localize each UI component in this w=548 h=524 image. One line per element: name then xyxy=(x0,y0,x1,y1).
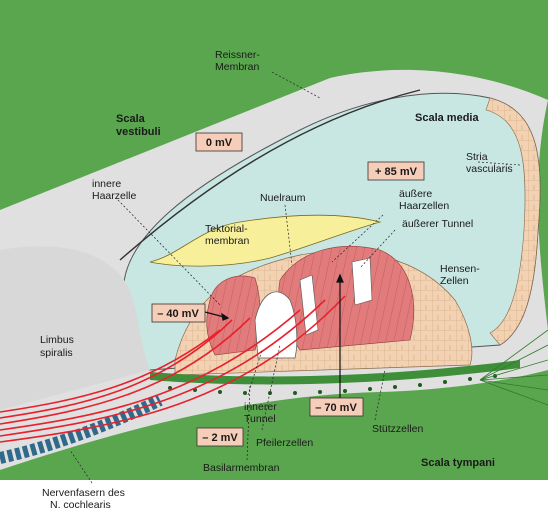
reissner-membrane-label: Reissner- Membran xyxy=(215,49,263,73)
pillar-cells-label: Pfeilerzellen xyxy=(256,437,313,449)
limbus-spiralis-label: Limbus spiralis xyxy=(40,334,77,359)
svg-text:+ 85 mV: + 85 mV xyxy=(375,166,418,178)
svg-text:– 2 mV: – 2 mV xyxy=(202,432,238,444)
tectorial-membrane-label: Tektorial- membran xyxy=(205,223,251,247)
scala-tympani-label: Scala tympani xyxy=(421,457,495,469)
potential-tympani: – 2 mV xyxy=(197,428,243,446)
inner-tunnel-label: innerer Tunnel xyxy=(244,401,280,425)
svg-text:0 mV: 0 mV xyxy=(206,137,233,149)
basilar-membrane-label: Basilarmembran xyxy=(203,462,280,474)
nuel-space-label: Nuelraum xyxy=(260,192,306,204)
potential-vestibuli: 0 mV xyxy=(196,133,242,151)
svg-text:– 40 mV: – 40 mV xyxy=(157,308,199,320)
outer-hair-cell-region xyxy=(279,246,414,350)
potential-outer-hair-cell: – 70 mV xyxy=(310,398,363,416)
supporting-cells-label: Stützzellen xyxy=(372,423,424,435)
scala-media-label: Scala media xyxy=(415,112,479,124)
svg-text:– 70 mV: – 70 mV xyxy=(315,402,357,414)
outer-tunnel xyxy=(352,258,372,305)
nerve-fibers-label: Nervenfasern des N. cochlearis xyxy=(42,487,128,511)
outer-tunnel-label: äußerer Tunnel xyxy=(402,218,473,230)
potential-inner-hair-cell: – 40 mV xyxy=(152,304,205,322)
potential-media: + 85 mV xyxy=(368,162,424,180)
